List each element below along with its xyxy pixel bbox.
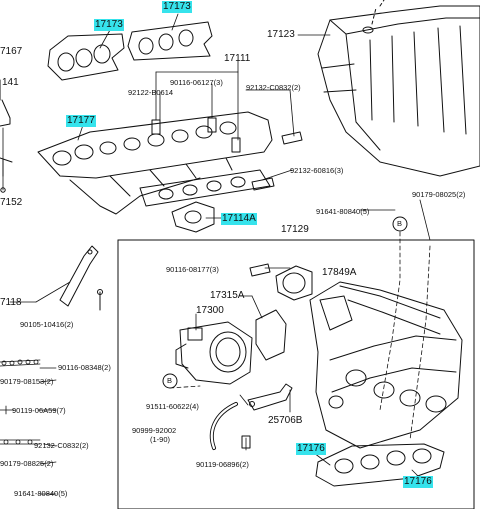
stay-7118	[59, 245, 99, 307]
part-label-17300: 17300	[196, 305, 224, 316]
part-label-90116-08348: 90116-08348(2)	[58, 363, 111, 372]
intake-manifold-17129	[309, 281, 463, 449]
o-ring-17849a	[275, 265, 313, 301]
part-label-90119-06a59: 90119-06A59(7)	[12, 406, 66, 415]
partial-parts-left	[0, 79, 103, 311]
part-label-91641-80840-b: 91641-80840(5)	[14, 489, 68, 498]
part-label-17129: 17129	[281, 224, 309, 235]
studs-17129	[249, 263, 271, 277]
part-label-17173-a[interactable]: 17173	[94, 19, 124, 31]
bolt-90119-06896	[241, 435, 251, 449]
part-label-92132-c0832-a: 92132-C0832(2)	[246, 83, 301, 92]
part-label-17849a: 17849A	[322, 267, 357, 278]
reference-lines	[169, 231, 431, 441]
part-label-91641-80840-a: 91641-80840(5)	[316, 207, 370, 216]
part-label-7118: 7118	[0, 297, 22, 308]
callout-b-upper: B	[397, 219, 403, 228]
part-label-1-90: (1-90)	[150, 435, 171, 444]
part-label-141: 141	[2, 77, 19, 88]
bracket-25706b	[247, 383, 293, 411]
part-label-17176-b[interactable]: 17176	[403, 476, 433, 488]
part-label-17111: 17111	[224, 53, 251, 64]
callout-circles	[162, 216, 408, 389]
part-label-17123: 17123	[267, 29, 295, 40]
part-label-7167: 7167	[0, 46, 23, 57]
part-label-17173-b[interactable]: 17173	[162, 1, 192, 13]
legend-hardware	[0, 359, 57, 495]
gasket-17315a	[255, 309, 287, 361]
part-label-90119-06896: 90119-06896(2)	[196, 460, 249, 469]
part-label-7152: 7152	[0, 197, 23, 208]
manifold-17177	[37, 111, 273, 215]
subassembly-box	[117, 239, 475, 509]
part-label-17177[interactable]: 17177	[66, 115, 96, 127]
callout-b-lower: B	[167, 376, 173, 385]
gasket-17173-top-right	[127, 21, 213, 61]
part-label-90116-06127: 90116-06127(3)	[170, 78, 223, 87]
throttle-body-17300	[175, 321, 253, 385]
part-label-90179-08153: 90179-08153(2)	[0, 377, 54, 386]
part-label-90116-08177: 90116-08177(3)	[166, 265, 219, 274]
gasket-17173-top	[47, 33, 125, 81]
part-label-90999-92002: 90999-92002	[132, 426, 177, 435]
part-label-92122-b0614: 92122-B0614	[128, 88, 174, 97]
gasket-17176	[315, 443, 445, 487]
gasket-17114a	[171, 201, 215, 233]
part-label-92132-c0832-b: 92132-C0832(2)	[34, 441, 89, 450]
part-label-90105-10416: 90105-10416(2)	[20, 320, 74, 329]
hose-90999	[209, 402, 238, 450]
part-label-17114a[interactable]: 17114A	[221, 213, 257, 225]
part-label-90179-08825: 90179-08825(2)	[0, 459, 54, 468]
part-label-90179-08025-a: 90179-08025(2)	[412, 190, 466, 199]
part-label-17176-a[interactable]: 17176	[296, 443, 326, 455]
part-label-92132-60816: 92132-60816(3)	[290, 166, 344, 175]
part-label-91511-60622: 91511-60622(4)	[146, 402, 199, 411]
bolts-upper	[151, 117, 303, 191]
intake-plenum-17123	[317, 0, 480, 177]
part-label-25706b: 25706B	[268, 415, 303, 426]
part-label-17315a: 17315A	[210, 290, 245, 301]
